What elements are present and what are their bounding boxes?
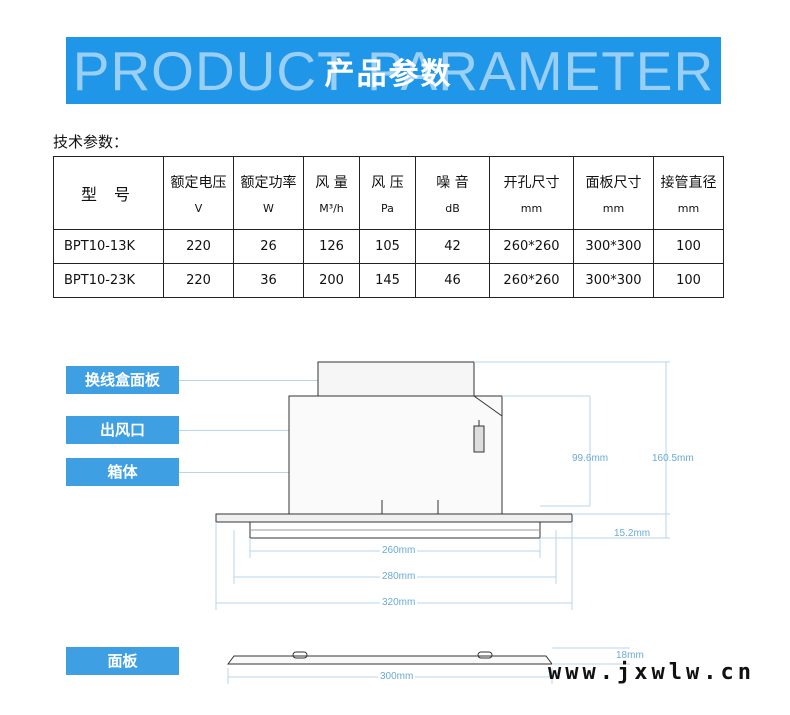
product-parameter-banner: PRODUCT PARAMETER 产品参数	[66, 37, 721, 104]
label-box-body: 箱体	[66, 458, 179, 486]
table-cell: 105	[359, 229, 416, 264]
table-cell: 100	[653, 263, 724, 298]
label-junction-box-panel: 换线盒面板	[66, 366, 179, 394]
banner-title: 产品参数	[324, 56, 453, 92]
panel-flange-shape	[215, 513, 573, 523]
banner-english-text: PRODUCT PARAMETER	[72, 39, 715, 102]
dim-panel-300: 300mm	[378, 671, 416, 682]
connector-shape	[473, 425, 485, 453]
table-cell: 42	[415, 229, 490, 264]
dim-height-15: 15.2mm	[614, 528, 651, 539]
table-row: BPT10-13K 220 26 126 105 42 260*260 300*…	[53, 229, 724, 264]
table-cell: 220	[163, 263, 234, 298]
dim-width-280: 280mm	[380, 571, 418, 582]
table-cell: 300*300	[573, 229, 654, 264]
section-title: 技术参数：	[53, 133, 129, 151]
panel-slot-left	[292, 651, 308, 659]
panel-side-shape	[227, 655, 553, 665]
leader-line	[179, 380, 319, 381]
junction-box-shape	[317, 361, 475, 397]
box-body-shape	[288, 395, 503, 515]
dim-width-260: 260mm	[380, 545, 418, 556]
dim-height-160: 160.5mm	[652, 453, 694, 464]
dim-width-320: 320mm	[380, 597, 418, 608]
leader-line	[179, 430, 289, 431]
table-cell: 100	[653, 229, 724, 264]
label-air-outlet: 出风口	[66, 416, 179, 444]
table-cell: 260*260	[489, 263, 574, 298]
table-cell: BPT10-13K	[53, 229, 164, 264]
table-cell: 126	[303, 229, 360, 264]
table-cell: 220	[163, 229, 234, 264]
panel-slot-right	[477, 651, 493, 659]
label-panel: 面板	[66, 647, 179, 675]
dim-height-99: 99.6mm	[572, 453, 609, 464]
table-row: BPT10-23K 220 36 200 145 46 260*260 300*…	[53, 263, 724, 298]
dim-panel-18: 18mm	[616, 650, 644, 661]
watermark: www.jxwlw.cn	[548, 660, 755, 685]
table-cell: 145	[359, 263, 416, 298]
table-cell: BPT10-23K	[53, 263, 164, 298]
table-cell: 46	[415, 263, 490, 298]
table-cell: 300*300	[573, 263, 654, 298]
leader-line	[179, 472, 289, 473]
